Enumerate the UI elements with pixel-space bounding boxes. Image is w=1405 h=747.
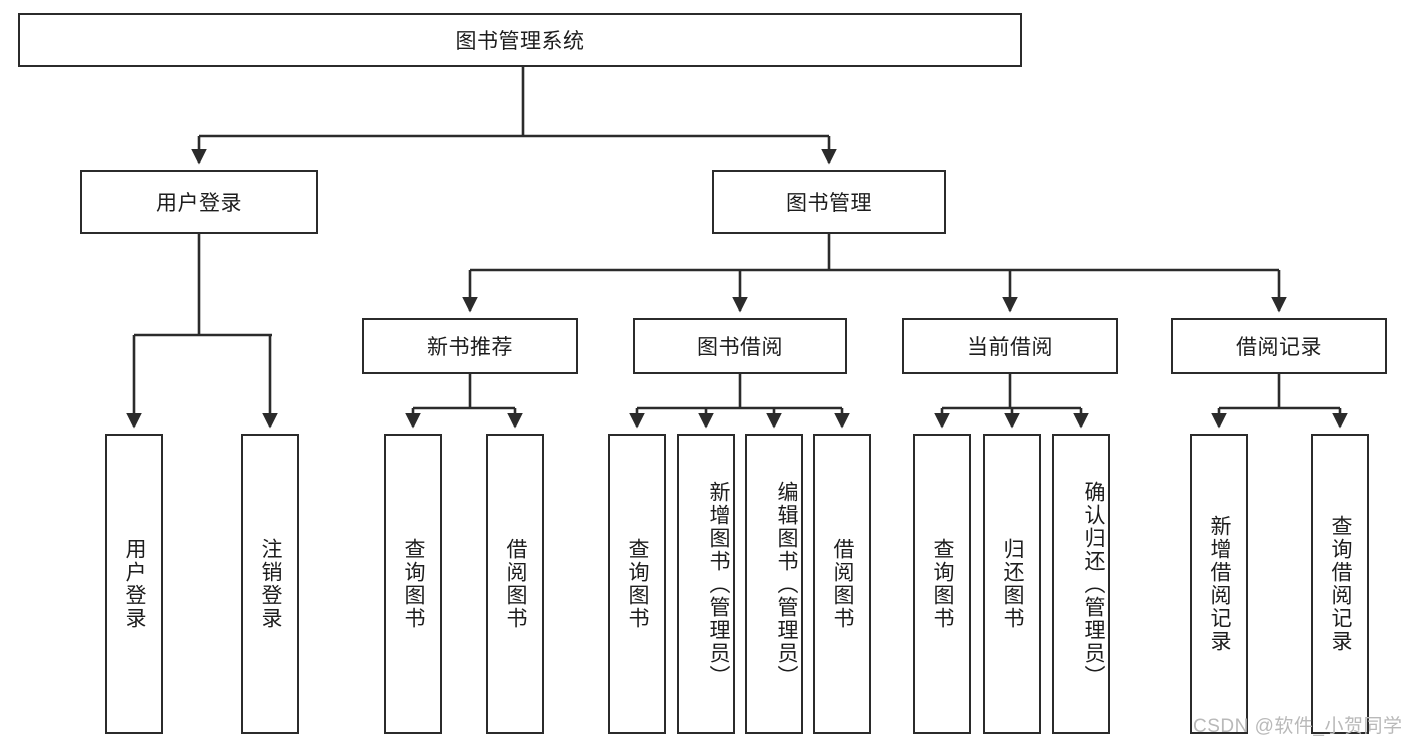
csdn-watermark: CSDN @软件_小贺同学	[1193, 716, 1403, 737]
node-new-book-recommend[interactable]: 新书推荐	[362, 318, 578, 374]
leaf-logout[interactable]: 注销登录	[241, 434, 299, 734]
node-current-borrow[interactable]: 当前借阅	[902, 318, 1118, 374]
leaf-query-borrow-record[interactable]: 查询借阅记录	[1311, 434, 1369, 734]
leaf-borrow-book[interactable]: 借阅图书	[813, 434, 871, 734]
leaf-add-book-admin[interactable]: 新增图书（管理员）	[677, 434, 735, 734]
node-borrow-record[interactable]: 借阅记录	[1171, 318, 1387, 374]
leaf-borrow-book-recommend[interactable]: 借阅图书	[486, 434, 544, 734]
node-book-management[interactable]: 图书管理	[712, 170, 946, 234]
leaf-query-book-borrow[interactable]: 查询图书	[608, 434, 666, 734]
leaf-user-login[interactable]: 用户登录	[105, 434, 163, 734]
leaf-return-book[interactable]: 归还图书	[983, 434, 1041, 734]
leaf-confirm-return-admin[interactable]: 确认归还（管理员）	[1052, 434, 1110, 734]
node-book-borrow[interactable]: 图书借阅	[633, 318, 847, 374]
leaf-query-book-recommend[interactable]: 查询图书	[384, 434, 442, 734]
leaf-query-book-current[interactable]: 查询图书	[913, 434, 971, 734]
node-user-login[interactable]: 用户登录	[80, 170, 318, 234]
leaf-edit-book-admin[interactable]: 编辑图书（管理员）	[745, 434, 803, 734]
leaf-add-borrow-record[interactable]: 新增借阅记录	[1190, 434, 1248, 734]
node-root[interactable]: 图书管理系统	[18, 13, 1022, 67]
